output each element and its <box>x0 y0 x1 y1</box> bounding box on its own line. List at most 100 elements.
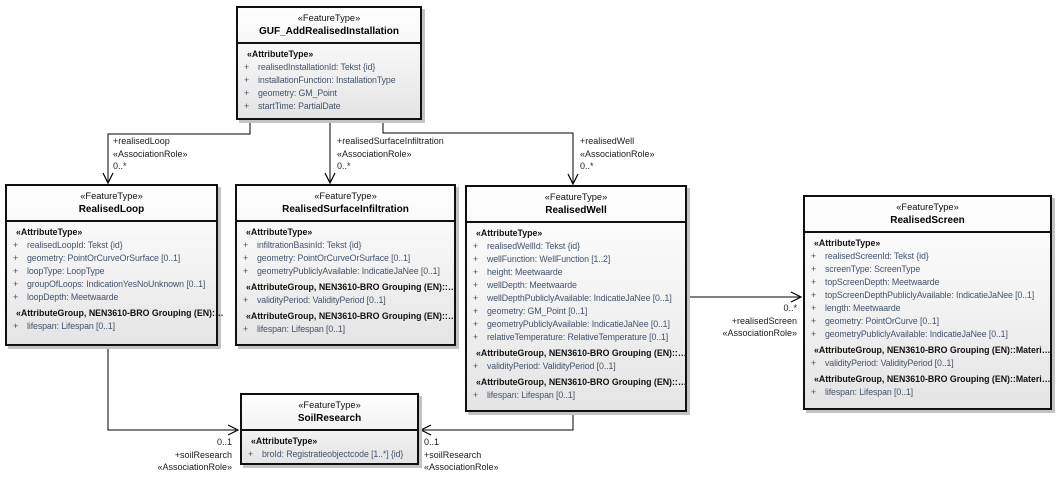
class-attributes-compartment: «AttributeType» +broId: Registratieobject… <box>242 431 417 461</box>
visibility-marker: + <box>473 319 479 329</box>
visibility-marker: + <box>473 267 479 277</box>
attribute-row: + height: Meetwaarde <box>467 266 684 279</box>
class-stereotype: «FeatureType» <box>298 400 361 410</box>
class-stereotype: «FeatureType» <box>544 192 608 202</box>
class-box-realised-well[interactable]: «FeatureType» RealisedWell «AttributeType»… <box>465 185 687 412</box>
connector-label-line: «AssociationRole» <box>113 148 188 159</box>
attribute-group-row: «AttributeGroup, NEN3610-BRO Grouping (E… <box>476 377 687 387</box>
class-name: RealisedScreen <box>890 215 965 226</box>
visibility-marker: + <box>473 280 479 290</box>
attribute-group-row: «AttributeGroup, NEN3610-BRO Grouping (E… <box>246 311 457 321</box>
attribute-row: + wellDepthPubliclyAvailable: IndicatieJa… <box>467 292 684 305</box>
class-box-realised-surface-infiltration[interactable]: «FeatureType»RealisedSurfaceInfiltration… <box>235 184 457 346</box>
class-compartment-divider <box>7 220 216 222</box>
connector-label-line: +soilResearch <box>424 449 482 460</box>
attribute-row: +geometry: PointOrCurveOrSurface [0..1] <box>237 252 453 265</box>
attribute-text: geometry: PointOrCurveOrSurface [0..1] <box>27 253 181 263</box>
connector-label-line: +realisedLoop <box>113 136 170 146</box>
connector-label-line: 0..1 <box>216 437 232 447</box>
attribute-group-row: «AttributeType» <box>476 228 543 238</box>
class-name: SoilResearch <box>297 413 362 424</box>
association-realised-well[interactable] <box>382 120 574 183</box>
attribute-row: +broId: Registratieobjectcode [1..*] {id… <box>242 448 416 461</box>
class-name: RealisedWell <box>545 205 607 216</box>
visibility-marker: + <box>244 75 250 85</box>
attribute-text: height: Meetwaarde <box>487 267 563 277</box>
attribute-row: + startTime: PartialDate <box>238 100 419 113</box>
attribute-text: topScreenDepth: Meetwaarde <box>825 277 940 287</box>
visibility-marker: + <box>473 241 479 251</box>
attribute-group-row: «AttributeGroup, NEN3610-BRO Grouping (E… <box>814 374 1051 384</box>
visibility-marker: + <box>811 264 817 274</box>
class-stereotype: «FeatureType» <box>896 202 959 212</box>
attribute-text: infiltrationBasinId: Tekst {id} <box>257 240 362 250</box>
attribute-text: broId: Registratieobjectcode [1..*] {id} <box>262 449 404 459</box>
attribute-group-row: «AttributeGroup, NEN3610-BRO Grouping (E… <box>246 282 457 292</box>
visibility-marker: + <box>13 292 19 302</box>
connector-label-line: 0..* <box>337 161 351 171</box>
attribute-row: +length: Meetwaarde <box>805 302 1049 315</box>
attribute-text: wellDepth: Meetwaarde <box>487 280 577 290</box>
attribute-row: +groupOfLoops: IndicationYesNoUnknown [0… <box>7 278 215 291</box>
attribute-row: +topScreenDepthPubliclyAvailable: Indica… <box>805 289 1049 302</box>
class-header: «FeatureType» SoilResearch <box>242 395 417 429</box>
attribute-row: +validityPeriod: ValidityPeriod [0..1] <box>237 294 453 307</box>
class-name: GUF_AddRealisedInstallation <box>258 26 400 37</box>
attribute-text: realisedLoopId: Tekst {id} <box>27 240 123 250</box>
attribute-group-row: «AttributeType» <box>251 436 318 446</box>
class-box-realised-screen[interactable]: «FeatureType» RealisedScreen «AttributeTyp… <box>803 195 1052 410</box>
attribute-text: validityPeriod: ValidityPeriod [0..1] <box>257 295 386 305</box>
attribute-text: realisedScreenId: Tekst {id} <box>825 251 929 261</box>
attribute-text: geometryPubliclyAvailable: IndicatieJaNe… <box>487 319 670 329</box>
attribute-row: +lifespan: Lifespan [0..1] <box>805 386 1049 399</box>
class-box-realised-loop[interactable]: «FeatureType»RealisedLoop«AttributeType»… <box>5 184 224 346</box>
attribute-text: screenType: ScreenType <box>825 264 921 274</box>
visibility-marker: + <box>473 293 479 303</box>
open-arrowhead <box>567 173 579 186</box>
class-attributes-compartment: «AttributeType» + realisedScreenId: Tekst … <box>805 233 1051 399</box>
attribute-row: +geometry: GM_Point <box>238 87 419 100</box>
class-header: «FeatureType» RealisedScreen <box>805 197 1050 231</box>
visibility-marker: + <box>243 324 249 334</box>
visibility-marker: + <box>243 266 249 276</box>
attribute-row: +lifespan: Lifespan [0..1] <box>467 389 684 402</box>
class-name: RealisedLoop <box>78 204 145 215</box>
attribute-group-row: «AttributeType» <box>16 227 83 237</box>
attribute-text: wellDepthPubliclyAvailable: IndicatieJaN… <box>487 293 672 303</box>
connector-label-line: 0..* <box>113 161 127 171</box>
connector-label-line: 0..* <box>783 303 797 313</box>
attribute-row: +loopType: LoopType <box>7 265 215 278</box>
association-realised-loop[interactable] <box>107 120 251 182</box>
attribute-row: + screenType: ScreenType <box>805 263 1049 276</box>
attribute-group-row: «AttributeType» <box>247 49 314 59</box>
attribute-text: groupOfLoops: IndicationYesNoUnknown [0.… <box>27 279 206 289</box>
visibility-marker: + <box>13 321 19 331</box>
attribute-group-row: «AttributeType» <box>814 238 881 248</box>
class-box-soil-research[interactable]: «FeatureType» SoilResearch «AttributeType»… <box>240 393 419 465</box>
attribute-text: geometryPubliclyAvailable: IndicatieJaNe… <box>257 266 440 276</box>
attribute-text: length: Meetwaarde <box>825 303 901 313</box>
class-compartment-divider <box>237 220 454 222</box>
attribute-text: startTime: PartialDate <box>258 101 341 111</box>
attribute-row: + realisedWellId: Tekst {id} <box>467 240 684 253</box>
connector-label-soil-research-role-left: 0..1+soilResearch«AssociationRole» <box>157 436 232 474</box>
attribute-row: +realisedInstallationId: Tekst {id} <box>238 61 419 74</box>
association-soil-research-from-well[interactable] <box>423 412 574 431</box>
attribute-row: +loopDepth: Meetwaarde <box>7 291 215 304</box>
attribute-row: +lifespan: Lifespan [0..1] <box>237 323 453 336</box>
class-box-guf-add-realised-installation[interactable]: «FeatureType»GUF_AddRealisedInstallation… <box>236 6 422 120</box>
visibility-marker: + <box>473 361 479 371</box>
class-compartment-divider <box>805 231 1050 233</box>
attribute-text: geometry: GM_Point <box>258 88 337 98</box>
attribute-row: +realisedLoopId: Tekst {id} <box>7 239 215 252</box>
attribute-text: loopType: LoopType <box>27 266 105 276</box>
association-soil-research-from-loop[interactable] <box>107 346 236 431</box>
connector-label-line: +realisedWell <box>580 136 635 146</box>
attribute-text: geometry: PointOrCurve [0..1] <box>825 316 939 326</box>
attribute-row: + wellDepth: Meetwaarde <box>467 279 684 292</box>
visibility-marker: + <box>473 254 479 264</box>
attribute-text: realisedWellId: Tekst {id} <box>487 241 580 251</box>
connector-label-line: 0..* <box>580 161 594 171</box>
visibility-marker: + <box>244 101 250 111</box>
